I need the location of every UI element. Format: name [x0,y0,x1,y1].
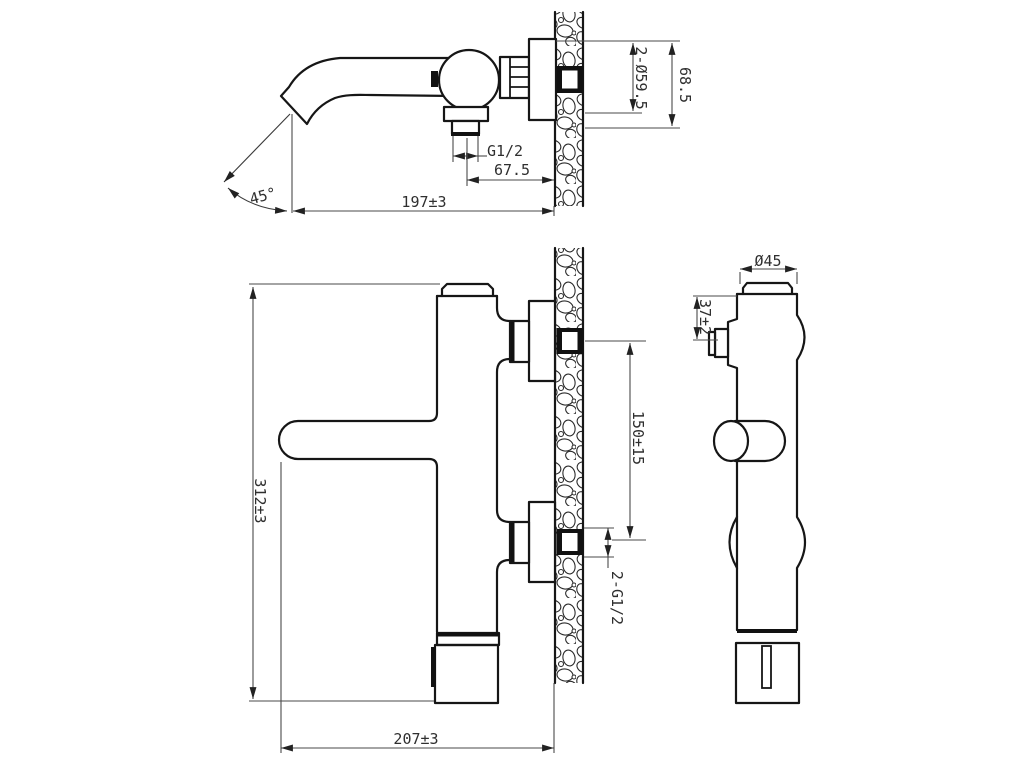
body-left-outline-with-spout-arm [277,294,439,634]
spout-stub-end [712,419,750,463]
upper-inlet-nut [508,319,531,364]
body-top-cap [440,282,495,298]
escutcheon-flange [527,37,558,122]
left-inlet-bulge [728,515,739,570]
wall-section-hatch [555,248,583,683]
side-view: Ø45 37±2 [693,252,807,705]
button-cap [707,330,717,357]
body-right-outline [795,292,807,632]
dim-spout-drop-height: 68.5 [676,67,694,103]
button-stem [713,327,730,359]
wall-connector-bore [562,70,578,89]
lower-connector-bore [562,533,578,551]
body-right-outline [495,294,512,634]
spout-set-screw [431,71,438,87]
shower-outlet-box [433,643,500,705]
diverter-slot [761,645,772,689]
valve-body-circle [437,48,501,112]
dim-spout-thread: G1/2 [487,142,523,160]
dim-body-diameter: Ø45 [754,252,781,270]
upper-escutcheon [527,299,557,383]
spout-side-view: 2-Ø59.5 68.5 G1/2 67.5 197±3 45° [223,10,694,216]
front-view: 312±3 207±3 150±15 2-G1/2 [249,246,647,753]
outlet-box-tab [431,647,436,687]
angle-arc [227,187,288,214]
angle-leader-line [223,113,291,183]
dim-body-height: 312±3 [251,478,269,523]
spout-outline [279,56,456,126]
body-top-cap [741,281,794,296]
shower-outlet-box [734,641,801,705]
dim-inlet-spacing: 150±15 [629,411,647,465]
dim-overall-depth: 207±3 [393,730,438,748]
dim-escutcheon-diameter: 2-Ø59.5 [632,46,650,109]
dim-spout-length: 197±3 [401,193,446,211]
lower-inlet-nut [508,520,531,565]
lower-escutcheon [527,500,557,584]
dim-spout-wall-offset: 67.5 [494,161,530,179]
spout-stub-capsule [733,419,787,463]
upper-connector-bore [562,332,578,350]
outlet-collar [442,105,490,123]
dim-inlet-thread: 2-G1/2 [608,571,626,625]
dim-top-to-button: 37±2 [696,299,714,335]
dim-spout-angle: 45° [248,184,279,208]
wall-section-hatch [555,12,583,206]
